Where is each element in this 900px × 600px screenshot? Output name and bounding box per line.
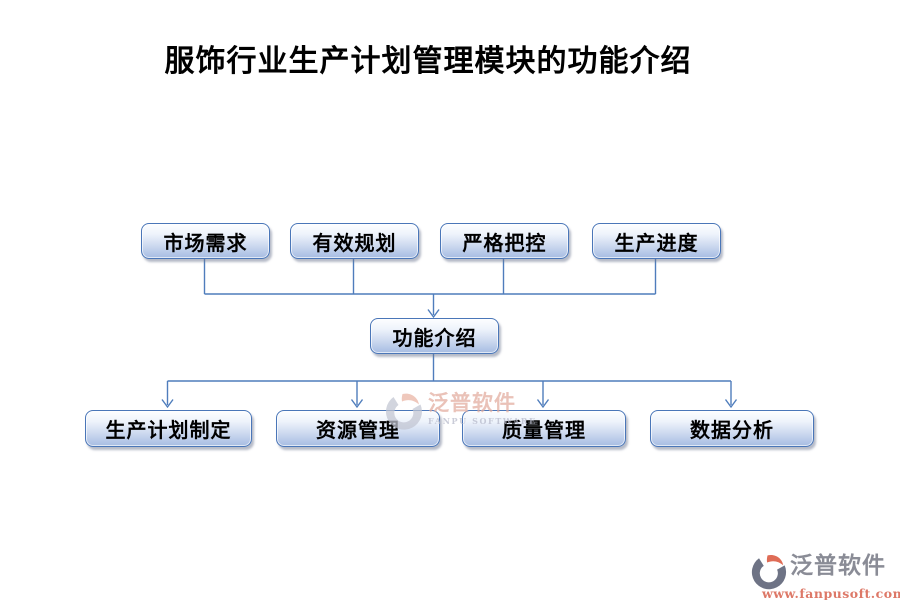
center-arrowhead — [427, 309, 440, 319]
flow-node-data-analysis: 数据分析 — [650, 410, 814, 447]
flow-node-resource-mgmt: 资源管理 — [276, 410, 440, 447]
bottom-bus-line — [166, 352, 732, 405]
footer-brand-text: 泛普软件 — [790, 552, 886, 579]
flow-node-effective-planning: 有效规划 — [290, 223, 419, 259]
top-bus-line — [203, 257, 657, 295]
flow-node-quality-mgmt: 质量管理 — [462, 410, 626, 447]
page-title: 服饰行业生产计划管理模块的功能介绍 — [164, 44, 692, 79]
footer-website-text: www.fanpusoft.com — [762, 586, 900, 600]
flow-node-production-progress: 生产进度 — [592, 223, 721, 259]
footer-brand: 泛普软件 www.fanpusoft.com — [750, 552, 900, 600]
fanpu-logo-icon — [751, 554, 787, 590]
flow-node-production-plan: 生产计划制定 — [85, 410, 252, 447]
flow-node-market-demand: 市场需求 — [141, 223, 270, 259]
bottom-arrowheads — [161, 399, 738, 409]
flow-node-function-intro: 功能介绍 — [370, 318, 499, 354]
flow-node-strict-control: 严格把控 — [440, 223, 569, 259]
